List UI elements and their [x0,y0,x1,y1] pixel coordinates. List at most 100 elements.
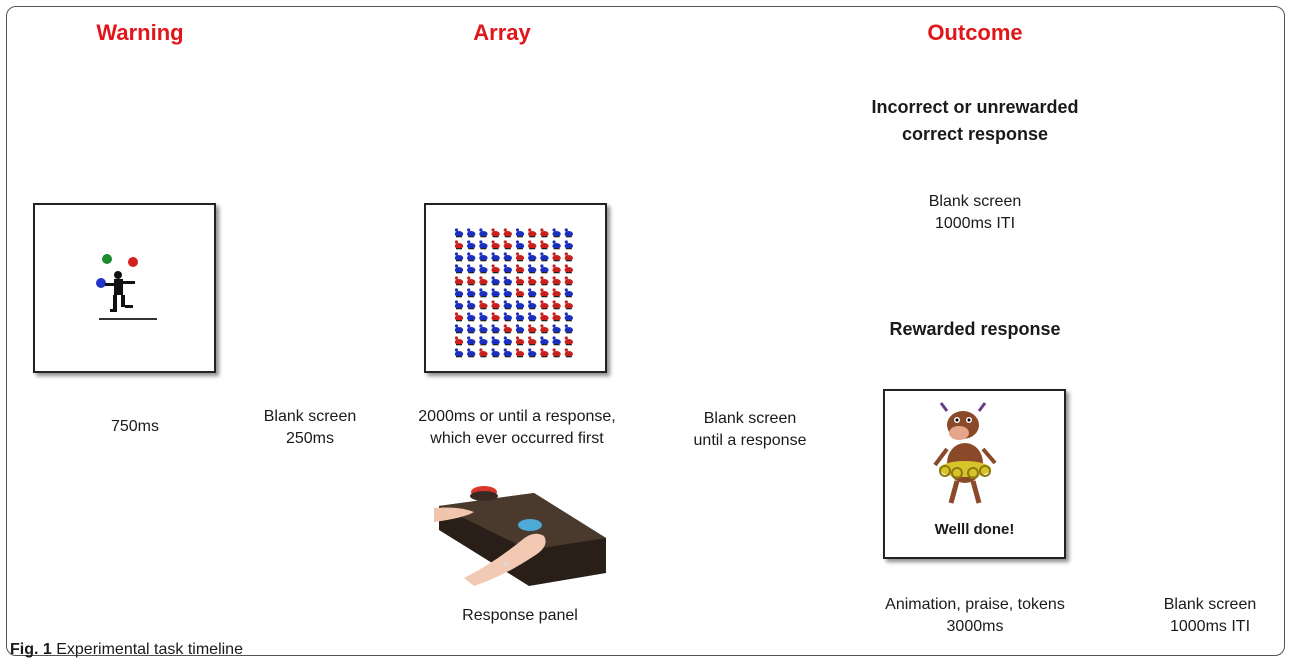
array-item [467,228,476,238]
array-item [515,288,525,298]
stimulus-array [454,228,573,358]
figure-caption: Fig. 1 Experimental task timeline [10,641,243,659]
array-item [528,252,537,262]
array-item [479,336,488,346]
array-item [552,312,561,322]
array-item [528,276,537,286]
array-item [491,312,500,322]
array-item [540,288,549,298]
header-outcome: Outcome [927,20,1023,45]
array-item [564,228,573,238]
incorrect-title-line1: Incorrect or unrewarded [871,97,1079,117]
caption-text: Experimental task timeline [56,641,243,658]
array-item [467,336,476,346]
incorrect-blank-label: Blank screen 1000ms ITI [900,191,1050,235]
array-item [503,348,512,358]
array-item [528,300,537,310]
array-item [528,312,537,322]
warning-duration: 750ms [110,418,160,435]
array-item [503,336,512,346]
array-item [454,348,464,358]
final-blank-line1: Blank screen [1163,596,1257,613]
array-item [515,324,525,334]
figure-frame [6,6,1285,656]
array-item [564,336,573,346]
array-item [552,336,561,346]
array-duration-label: 2000ms or until a response, which ever o… [392,406,642,450]
array-item [467,276,476,286]
response-panel-label: Response panel [462,607,578,624]
array-item [528,240,537,250]
array-item [454,336,464,346]
array-item [479,300,488,310]
animation-line2: 3000ms [946,618,1004,635]
array-item [479,252,488,262]
array-item [552,348,561,358]
array-item [528,348,537,358]
array-item [552,264,561,274]
array-item [540,240,549,250]
array-item [552,240,561,250]
array-item [552,324,561,334]
header-array: Array [473,20,531,45]
array-item [515,264,525,274]
array-item [491,264,500,274]
array-item [454,240,464,250]
animation-line1: Animation, praise, tokens [885,596,1065,613]
array-item [454,264,464,274]
final-blank-line2: 1000ms ITI [1169,618,1251,635]
array-item [564,288,573,298]
array-item [491,348,500,358]
array-item [454,288,464,298]
array-item [564,348,573,358]
array-item [467,348,476,358]
warning-screen [33,203,216,373]
incorrect-title-line2: correct response [901,124,1049,144]
array-item [454,324,464,334]
array-item [491,240,500,250]
array-item [454,300,464,310]
response-panel-image [434,478,606,586]
array-item [491,336,500,346]
blank2-line1: Blank screen [703,410,797,427]
rewarded-title: Rewarded response [889,319,1061,339]
array-item [503,324,512,334]
array-item [552,228,561,238]
blank1-label: Blank screen 250ms [240,406,380,450]
array-item [540,228,549,238]
array-item [552,288,561,298]
array-item [528,228,537,238]
array-item [491,300,500,310]
final-blank-label: Blank screen 1000ms ITI [1145,594,1275,638]
array-item [515,252,525,262]
array-item [515,348,525,358]
array-item [515,240,525,250]
array-item [528,264,537,274]
reward-screen: Welll done! [883,389,1066,559]
array-item [479,276,488,286]
array-item [491,252,500,262]
cow-animation-icon [933,402,997,504]
array-item [564,252,573,262]
array-item [540,264,549,274]
array-item [503,288,512,298]
array-item [528,288,537,298]
caption-label: Fig. 1 [10,641,57,658]
array-item [528,324,537,334]
array-item [467,324,476,334]
animation-label: Animation, praise, tokens 3000ms [865,594,1085,638]
array-item [503,228,512,238]
array-line2: which ever occurred first [430,430,604,447]
array-item [503,300,512,310]
array-item [491,288,500,298]
array-item [540,336,549,346]
array-item [564,276,573,286]
response-panel-icon [434,486,606,586]
array-item [564,324,573,334]
array-item [467,252,476,262]
array-item [479,240,488,250]
array-item [454,228,464,238]
incorrect-blank-line2: 1000ms ITI [934,215,1016,232]
array-item [503,240,512,250]
array-item [515,300,525,310]
